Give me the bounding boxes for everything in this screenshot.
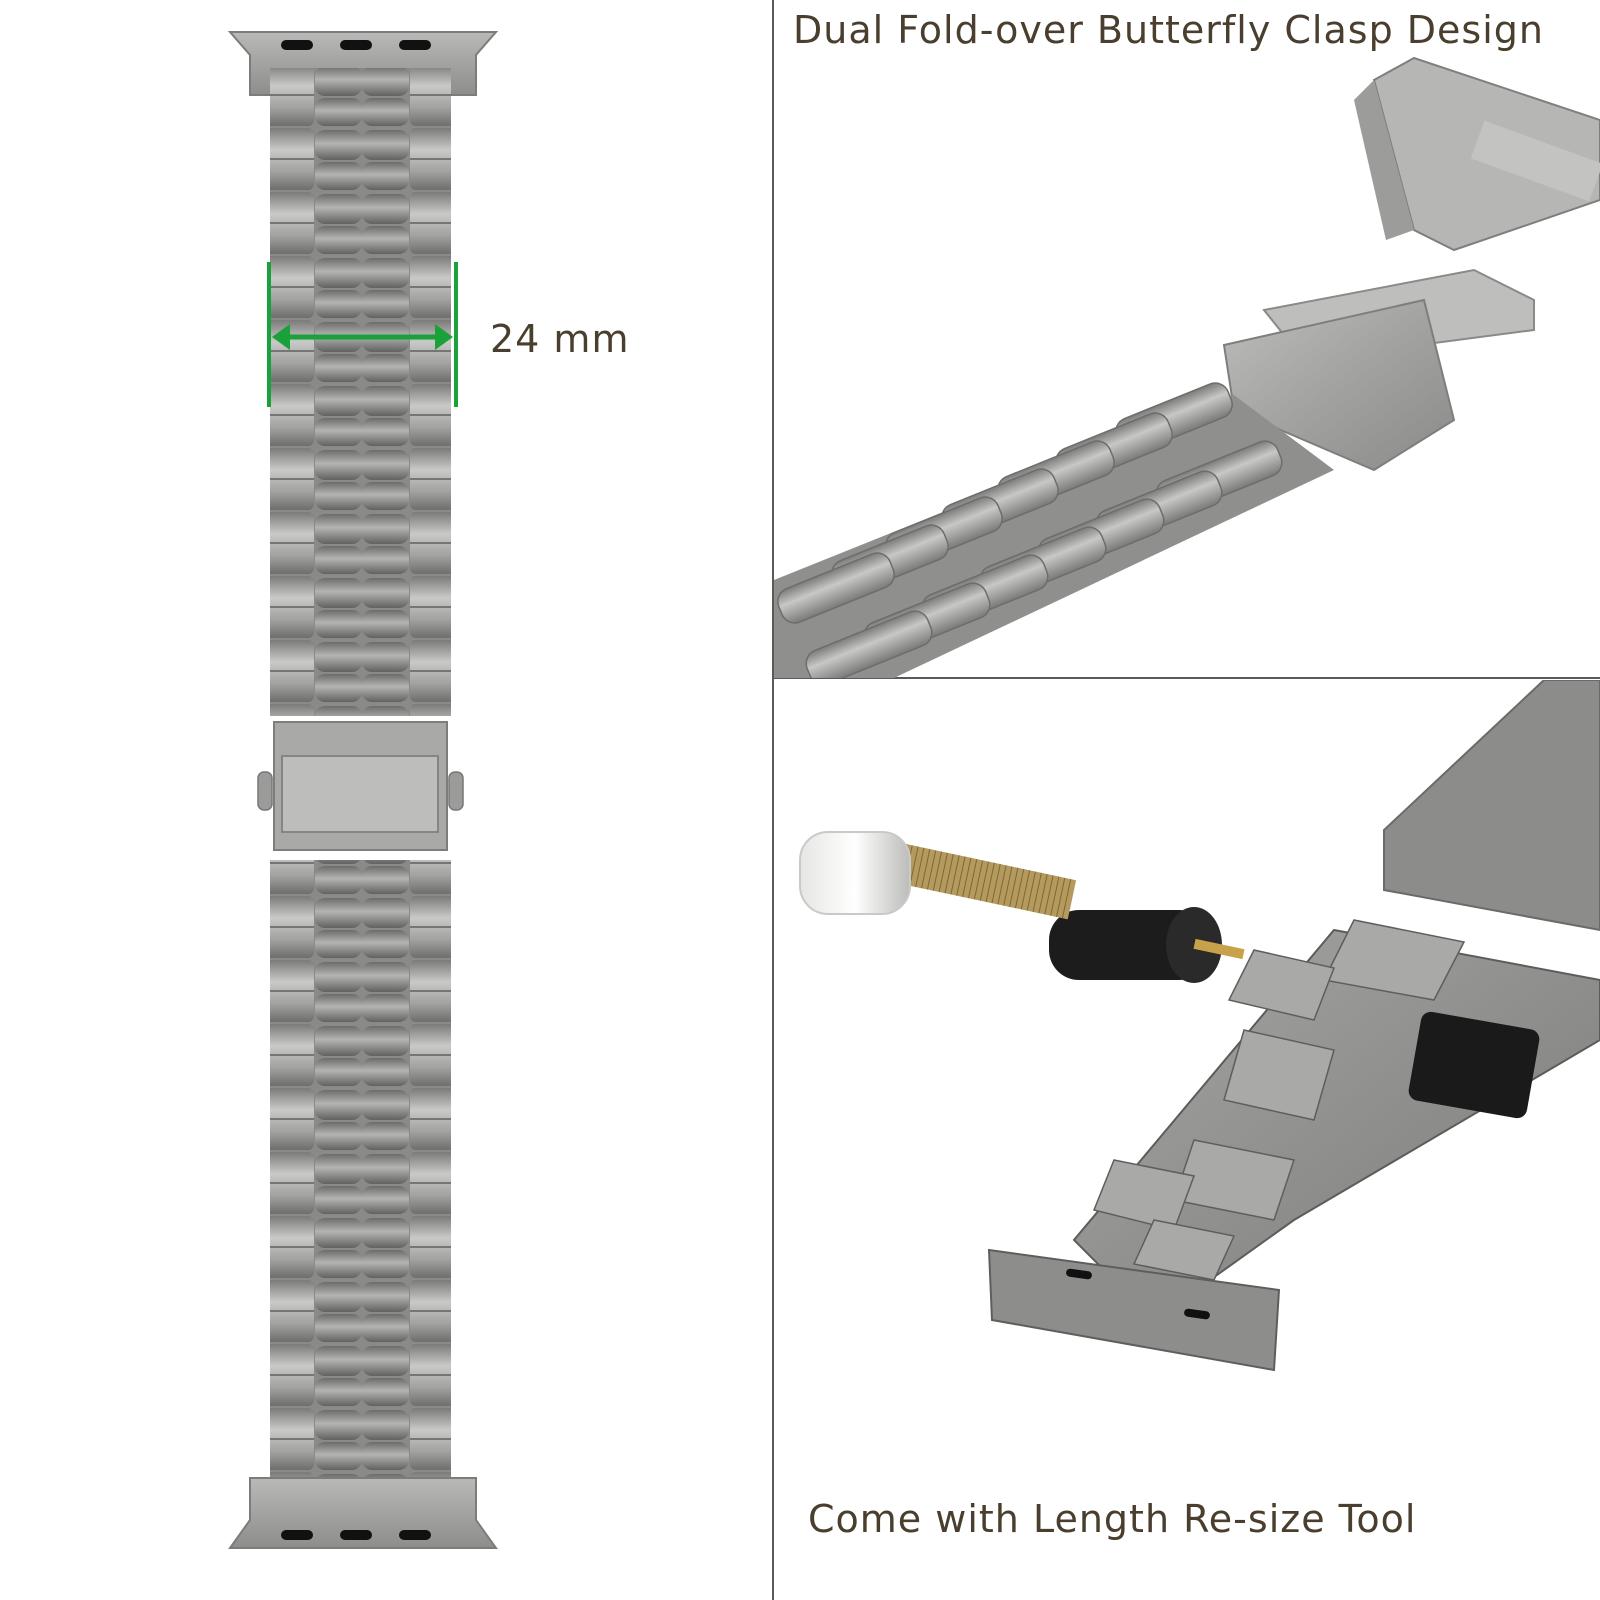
clasp-closeup-photo <box>774 56 1600 678</box>
resize-tool-photo <box>799 680 1600 1372</box>
pin-press-tool <box>799 831 1245 983</box>
lower-strap-links <box>270 860 451 1492</box>
width-label: 24 mm <box>490 317 630 361</box>
fold-over-clasp <box>257 721 464 851</box>
band-front-view: 24 mm <box>0 0 773 1600</box>
bracelet-links-diagonal <box>774 382 1334 678</box>
tool-caption: Come with Length Re-size Tool <box>808 1497 1417 1541</box>
clasp-upper-hinge <box>1354 56 1600 252</box>
resize-tool-panel: Come with Length Re-size Tool <box>774 680 1600 1600</box>
upper-strap-links <box>270 68 451 716</box>
clasp-plate-top <box>1383 680 1600 932</box>
tool-holder-base <box>1408 1011 1540 1119</box>
bottom-lug-connector <box>987 1248 1281 1372</box>
horizontal-divider <box>774 677 1600 679</box>
vertical-divider <box>772 0 774 1600</box>
bottom-lug-connector <box>228 1477 498 1549</box>
watch-band-illustration <box>227 31 499 1549</box>
clasp-closeup-panel: Dual Fold-over Butterfly Clasp Design <box>774 0 1600 678</box>
width-indicator <box>267 262 458 407</box>
clasp-caption: Dual Fold-over Butterfly Clasp Design <box>793 8 1544 52</box>
